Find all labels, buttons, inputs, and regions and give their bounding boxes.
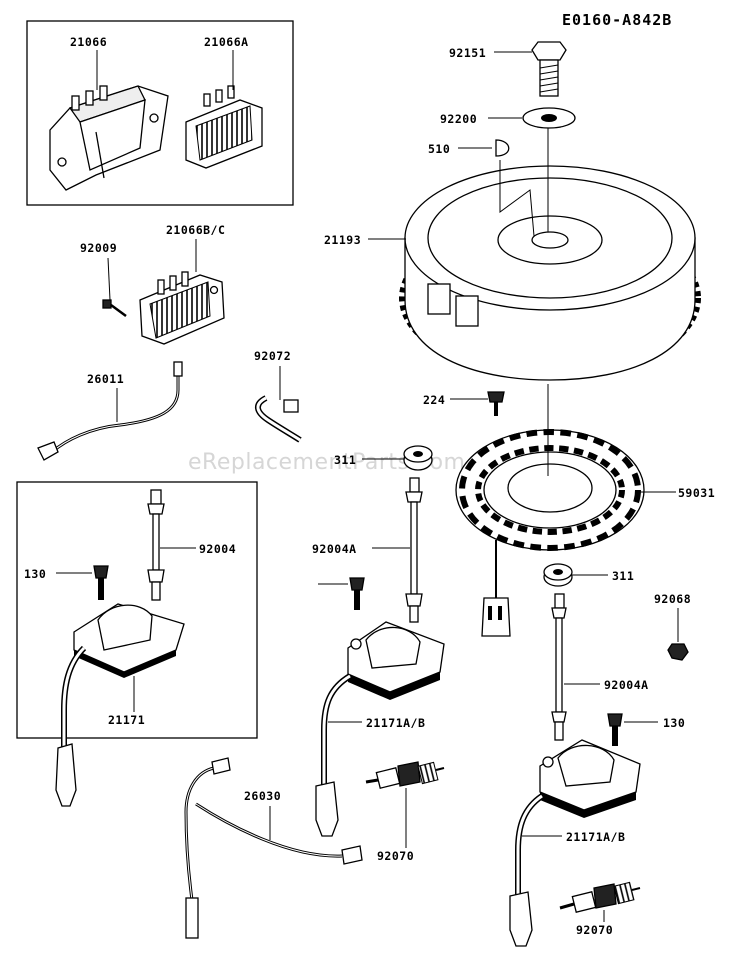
label-26011: 26011 [87, 372, 124, 386]
label-21066bc: 21066B/C [166, 223, 225, 237]
label-59031: 59031 [678, 486, 715, 500]
screw-92009 [102, 299, 127, 318]
regulator-21066 [49, 85, 169, 191]
label-92200: 92200 [440, 112, 477, 126]
spacer-311-left [403, 445, 433, 471]
flywheel-21193 [399, 128, 701, 381]
bolt-92004a-middle [405, 477, 423, 623]
label-92151: 92151 [449, 46, 486, 60]
ignition-coil-group-box [16, 481, 258, 739]
spark-plug-92070-right [559, 881, 641, 913]
diagram-code: E0160-A842B [562, 11, 672, 29]
label-21171: 21171 [108, 713, 145, 727]
label-21066a: 21066A [204, 35, 249, 49]
ignition-coil-21171ab-right [509, 739, 641, 947]
label-21171ab-middle: 21171A/B [366, 716, 425, 730]
label-92072: 92072 [254, 349, 291, 363]
ignition-coil-21171ab-middle [315, 621, 445, 837]
washer-92200 [522, 107, 576, 129]
regulator-group-box [26, 20, 294, 206]
label-92068: 92068 [654, 592, 691, 606]
clamp-92072 [255, 395, 302, 443]
label-224: 224 [423, 393, 445, 407]
leader-92009 [107, 257, 111, 301]
label-92004: 92004 [199, 542, 236, 556]
stator-59031 [455, 384, 645, 637]
spacer-311-right [543, 563, 573, 587]
label-130-left: 130 [24, 567, 46, 581]
key-510 [495, 139, 510, 157]
screw-130-middle [349, 577, 365, 610]
label-510: 510 [428, 142, 450, 156]
ignition-coil-21171 [55, 603, 185, 807]
nut-92068 [667, 643, 689, 661]
screw-224 [487, 391, 505, 416]
label-311-right: 311 [612, 569, 634, 583]
label-130-right: 130 [663, 716, 685, 730]
bolt-92004a-right [551, 593, 567, 741]
label-311-left: 311 [334, 453, 356, 467]
label-21193: 21193 [324, 233, 361, 247]
lead-wire-26011 [37, 361, 183, 461]
label-21066: 21066 [70, 35, 107, 49]
label-92070-right: 92070 [576, 923, 613, 937]
spark-plug-92070-middle [365, 761, 445, 789]
label-21171ab-right: 21171A/B [566, 830, 625, 844]
label-26030: 26030 [244, 789, 281, 803]
label-92004a-right: 92004A [604, 678, 649, 692]
label-92070-middle: 92070 [377, 849, 414, 863]
flywheel-bolt-92151 [531, 41, 567, 97]
regulator-21066a [185, 85, 263, 169]
lead-wire-26030 [184, 757, 363, 939]
screw-130-left [93, 565, 109, 600]
screw-130-right [607, 713, 623, 746]
label-92004a-middle: 92004A [312, 542, 357, 556]
regulator-21066bc [139, 271, 225, 345]
label-92009: 92009 [80, 241, 117, 255]
bolt-92004 [147, 489, 165, 601]
